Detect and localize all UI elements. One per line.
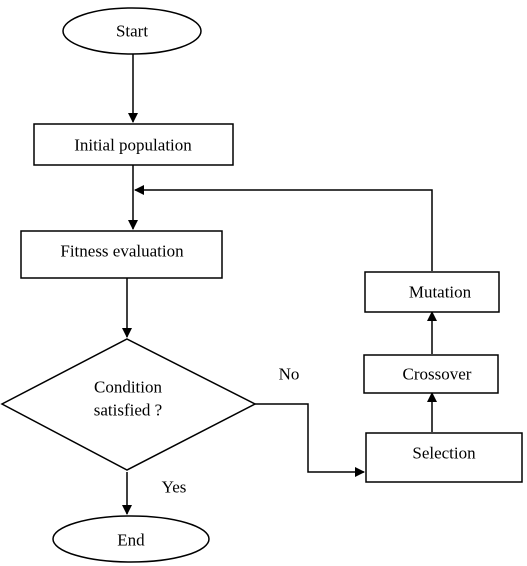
end-terminal xyxy=(52,515,210,563)
initial-population-label: Initial population xyxy=(74,136,192,155)
selection-box xyxy=(365,432,523,483)
arrow-condition-to-selection xyxy=(255,403,365,477)
mutation-box xyxy=(364,271,500,313)
fitness-evaluation-label: Fitness evaluation xyxy=(60,242,184,261)
condition-label-line1: Condition xyxy=(94,378,163,397)
mutation-label: Mutation xyxy=(409,283,472,302)
start-terminal xyxy=(62,7,202,55)
initial-population-box xyxy=(33,123,234,166)
selection-label: Selection xyxy=(412,444,476,463)
start-label: Start xyxy=(116,22,148,41)
crossover-label: Crossover xyxy=(403,365,472,384)
end-label: End xyxy=(117,531,145,550)
no-edge-label: No xyxy=(279,365,300,384)
condition-decision-diamond xyxy=(0,338,257,471)
condition-label-line2: satisfied ? xyxy=(94,401,162,420)
fitness-evaluation-box xyxy=(20,230,223,279)
crossover-box xyxy=(363,354,499,394)
arrow-mutation-loop-back xyxy=(134,185,433,271)
yes-edge-label: Yes xyxy=(162,478,187,497)
